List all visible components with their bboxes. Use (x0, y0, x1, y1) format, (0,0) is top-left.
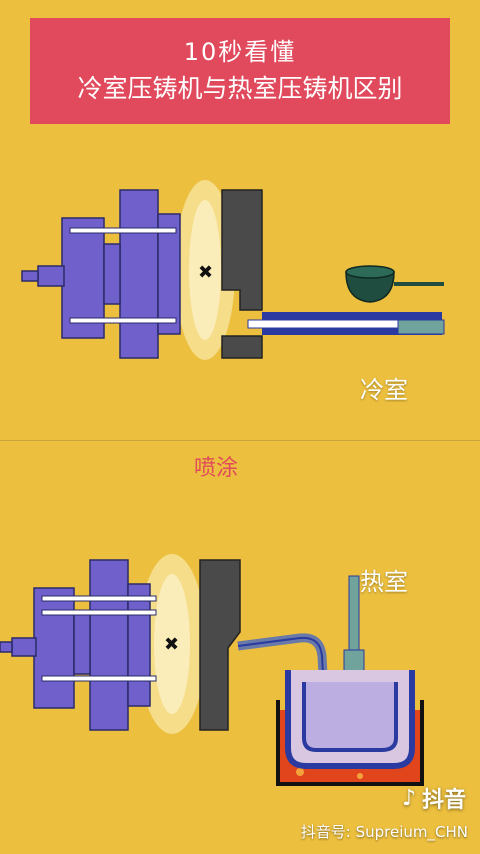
ladle (345, 271, 395, 303)
hot-chamber-label: 热室 (360, 568, 408, 596)
hot-chamber-diagram: ✖ (0, 554, 424, 786)
title-line-2: 冷室压铸机与热室压铸机区别 (77, 74, 403, 103)
title-banner: 10秒看懂 冷室压铸机与热室压铸机区别 (30, 18, 450, 124)
shot-sleeve (262, 312, 442, 320)
svg-text:✖: ✖ (164, 634, 179, 655)
fixed-die (221, 189, 263, 311)
app-name: 抖音 (421, 788, 466, 813)
moving-platen (119, 189, 159, 359)
center-mark: ✖ (198, 262, 213, 283)
section-divider (0, 440, 480, 441)
spray-label: 喷涂 (194, 456, 239, 481)
music-note-icon: ♪ (401, 785, 416, 811)
tie-bar (69, 227, 177, 234)
cold-chamber-label: 冷室 (360, 376, 408, 404)
plunger-rod (348, 575, 360, 653)
title-line-1: 10秒看懂 (183, 38, 297, 66)
account-id: 抖音号: Supreium_CHN (300, 823, 468, 841)
injection-cylinder (37, 265, 65, 287)
cold-chamber-diagram: ✖ (21, 180, 445, 360)
tiktok-watermark-logo: ♪ 抖音 (402, 782, 466, 814)
